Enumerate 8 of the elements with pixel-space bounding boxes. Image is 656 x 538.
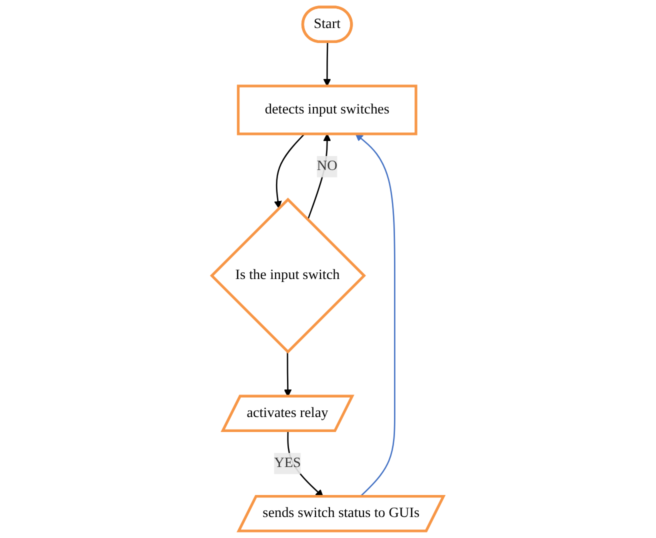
edge-label: YES bbox=[274, 456, 302, 471]
node-diamond: Is the input switch bbox=[210, 198, 366, 354]
edge-label: NO bbox=[317, 158, 338, 174]
arrow bbox=[284, 352, 292, 397]
arrow bbox=[274, 133, 306, 209]
arrow bbox=[324, 42, 332, 86]
arrow bbox=[308, 134, 332, 220]
node-box: detects input switches bbox=[237, 84, 418, 136]
